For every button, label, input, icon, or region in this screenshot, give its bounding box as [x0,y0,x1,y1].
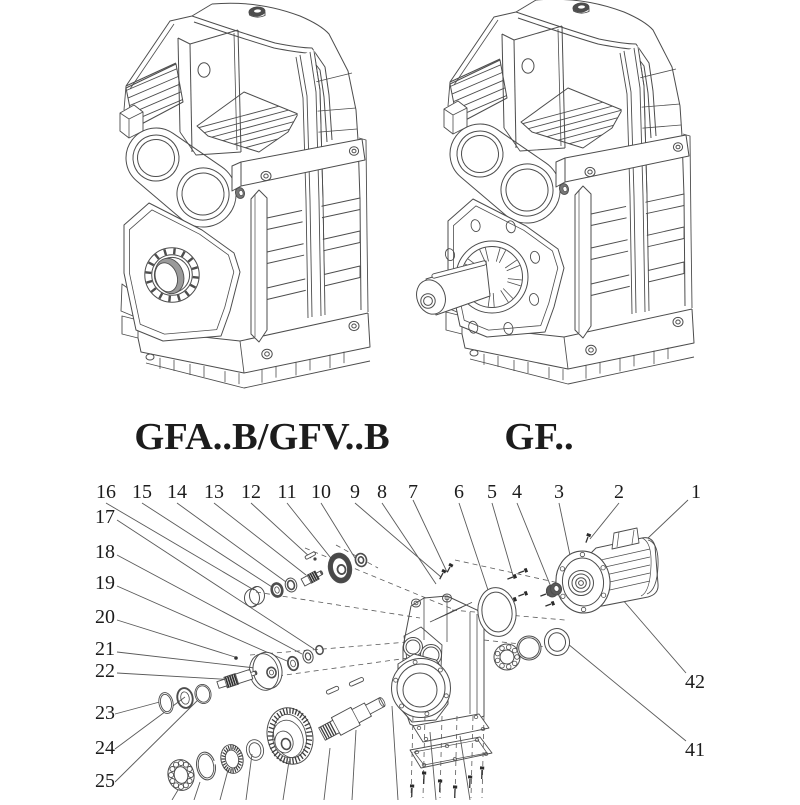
svg-text:19: 19 [95,572,115,594]
svg-text:8: 8 [377,481,387,503]
svg-text:16: 16 [96,481,116,503]
svg-text:12: 12 [241,481,261,503]
svg-text:6: 6 [454,481,464,503]
svg-text:7: 7 [408,481,418,503]
svg-text:18: 18 [95,541,115,563]
svg-text:14: 14 [167,481,187,503]
svg-text:11: 11 [277,481,296,503]
svg-text:24: 24 [95,737,115,759]
svg-text:GFA..B/GFV..B: GFA..B/GFV..B [134,416,389,458]
svg-text:13: 13 [204,481,224,503]
svg-text:42: 42 [685,671,705,693]
svg-text:22: 22 [95,660,115,682]
svg-text:25: 25 [95,770,115,792]
svg-text:17: 17 [95,506,115,528]
svg-text:5: 5 [487,481,497,503]
svg-text:3: 3 [554,481,564,503]
svg-text:20: 20 [95,606,115,628]
svg-text:23: 23 [95,702,115,724]
svg-text:41: 41 [685,739,705,761]
svg-text:4: 4 [512,481,522,503]
svg-text:9: 9 [350,481,360,503]
svg-text:2: 2 [614,481,624,503]
svg-text:10: 10 [311,481,331,503]
svg-text:1: 1 [691,481,701,503]
svg-text:GF..: GF.. [504,416,573,458]
svg-text:15: 15 [132,481,152,503]
svg-text:21: 21 [95,638,115,660]
